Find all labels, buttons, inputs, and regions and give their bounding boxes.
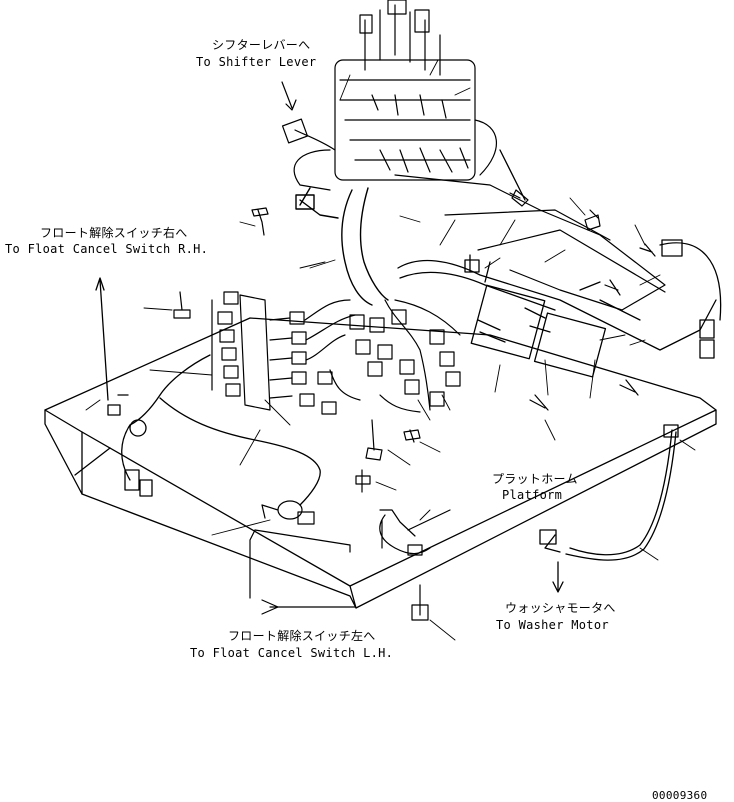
drawing-number: 00009360	[652, 789, 708, 802]
electrical-box	[293, 0, 497, 191]
console-frame	[394, 174, 666, 311]
console-harness	[397, 239, 722, 378]
main-harness-trunk	[295, 187, 389, 306]
middle-harness	[379, 509, 451, 556]
washer-harness	[539, 424, 679, 593]
platform-label-en: Platform	[502, 488, 563, 502]
bolt-icon	[173, 189, 656, 621]
washer-label-en: To Washer Motor	[496, 618, 609, 632]
platform-plate	[44, 149, 717, 609]
shifter-connector	[281, 81, 336, 151]
washer-label-ja: ウォッシャモータへ	[505, 601, 616, 615]
shifter-label-en: To Shifter Lever	[196, 55, 317, 69]
shifter-label-ja: シフターレバーへ	[212, 38, 311, 52]
left-harness	[74, 277, 321, 506]
float-rh-label-ja: フロート解除スイッチ右へ	[40, 226, 188, 240]
float-rh-label-en: To Float Cancel Switch R.H.	[5, 242, 209, 256]
float-lh-label-en: To Float Cancel Switch L.H.	[190, 646, 394, 660]
leader-lines	[85, 59, 696, 641]
platform-label-ja: プラットホーム	[492, 472, 578, 486]
connector-cluster	[299, 299, 461, 415]
float-lh-label-ja: フロート解除スイッチ左へ	[228, 629, 376, 643]
float-switch-lh	[249, 500, 356, 615]
relay-panel	[211, 291, 356, 411]
